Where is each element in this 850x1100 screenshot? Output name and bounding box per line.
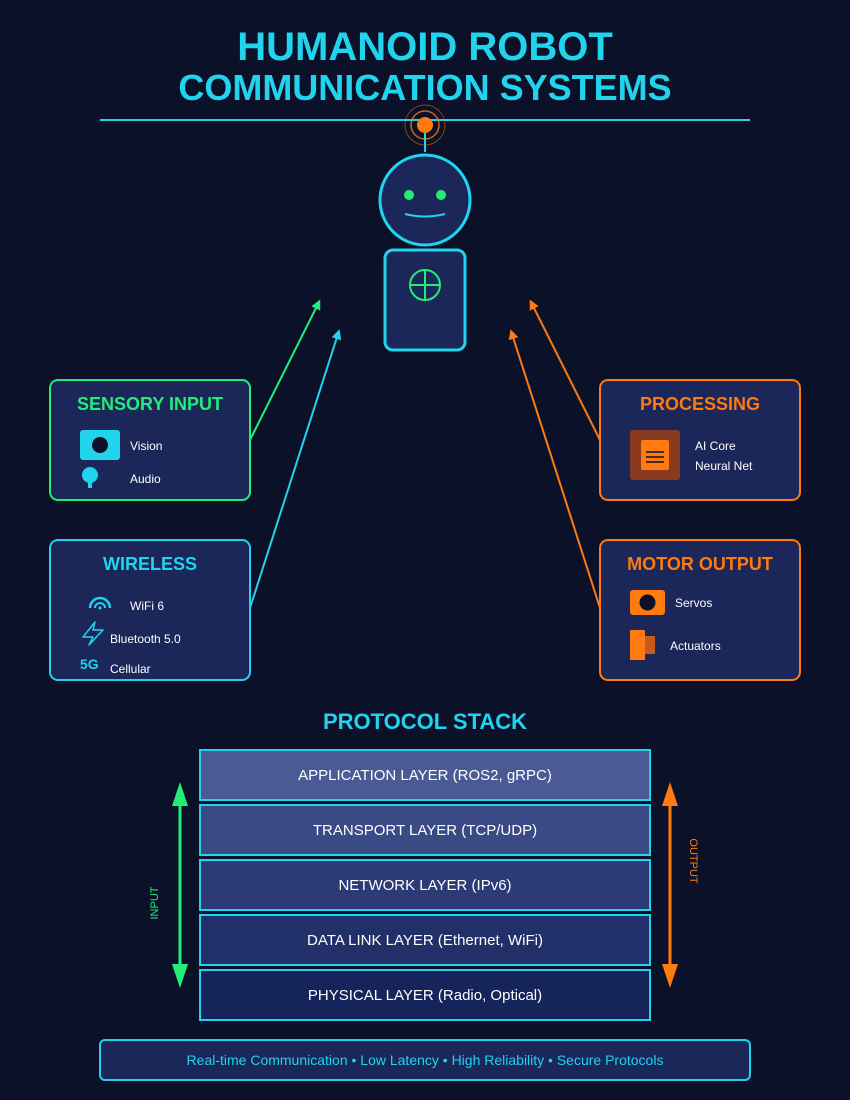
protocol-layer-data-link <box>199 914 651 966</box>
processing-item-neural-net: Neural Net <box>695 459 753 473</box>
motor-item-actuators: Actuators <box>670 639 721 653</box>
protocol-layer-application-label: APPLICATION LAYER (ROS2, gRPC) <box>298 767 552 784</box>
processing-item-ai-core: AI Core <box>695 439 736 453</box>
protocol-layer-physical <box>199 969 651 1021</box>
wifi-icon <box>88 596 112 610</box>
wireless-title: WIRELESS <box>103 554 197 574</box>
output-label: OUTPUT <box>687 838 699 884</box>
bluetooth-icon <box>82 621 104 646</box>
sensory-input-panel <box>49 379 251 501</box>
motor-output-title: MOTOR OUTPUT <box>627 554 773 574</box>
actuator-icon <box>630 630 655 660</box>
protocol-layer-transport-label: TRANSPORT LAYER (TCP/UDP) <box>313 822 537 839</box>
sensory-item-audio: Audio <box>130 472 161 486</box>
wireless-arrow <box>249 329 342 609</box>
robot-right-eye <box>436 190 446 200</box>
protocol-layer-physical-label: PHYSICAL LAYER (Radio, Optical) <box>308 987 542 1004</box>
chip-icon <box>630 430 680 480</box>
robot-left-eye <box>404 190 414 200</box>
title-line-1: HUMANOID ROBOT <box>237 25 613 69</box>
protocol-layer-application <box>199 749 651 801</box>
input-direction-arrow <box>172 782 188 988</box>
sensory-arrow <box>249 299 321 441</box>
protocol-layer-network <box>199 859 651 911</box>
protocol-layer-network-label: NETWORK LAYER (IPv6) <box>338 877 511 894</box>
sensory-item-vision: Vision <box>130 439 162 453</box>
footer-banner <box>99 1039 751 1081</box>
sensory-input-module: SENSORY INPUT Vision Audio <box>49 379 251 501</box>
5g-icon: 5G <box>80 656 99 672</box>
wireless-item-bluetooth: Bluetooth 5.0 <box>110 632 181 646</box>
processing-module: PROCESSING AI Core Neural Net <box>599 379 801 501</box>
motor-item-servos: Servos <box>675 596 712 610</box>
protocol-stack: APPLICATION LAYER (ROS2, gRPC) TRANSPORT… <box>199 749 651 1021</box>
wireless-panel <box>49 539 251 681</box>
title-line-2: COMMUNICATION SYSTEMS <box>178 67 671 108</box>
processing-arrow <box>529 299 601 441</box>
wireless-item-wifi: WiFi 6 <box>130 599 164 613</box>
footer-text: Real-time Communication • Low Latency • … <box>187 1052 664 1068</box>
motor-arrow <box>508 329 601 609</box>
robot-illustration <box>378 104 472 352</box>
protocol-layer-data-link-label: DATA LINK LAYER (Ethernet, WiFi) <box>307 932 543 949</box>
output-direction-arrow <box>662 782 678 988</box>
antenna-tip <box>417 117 433 133</box>
wireless-item-cellular: Cellular <box>110 662 151 676</box>
servo-icon <box>630 590 665 615</box>
processing-title: PROCESSING <box>640 394 760 414</box>
microphone-icon <box>82 467 98 488</box>
robot-mouth <box>404 213 446 218</box>
camera-icon <box>80 430 120 460</box>
robot-head <box>378 153 472 247</box>
input-label: INPUT <box>149 886 161 919</box>
sensory-input-title: SENSORY INPUT <box>77 394 223 414</box>
wireless-module: WIRELESS WiFi 6 Bluetooth 5.0 5G Cellula… <box>49 539 251 681</box>
protocol-layer-transport <box>199 804 651 856</box>
protocol-stack-title: PROTOCOL STACK <box>323 709 527 734</box>
motor-output-module: MOTOR OUTPUT Servos Actuators <box>599 539 801 681</box>
